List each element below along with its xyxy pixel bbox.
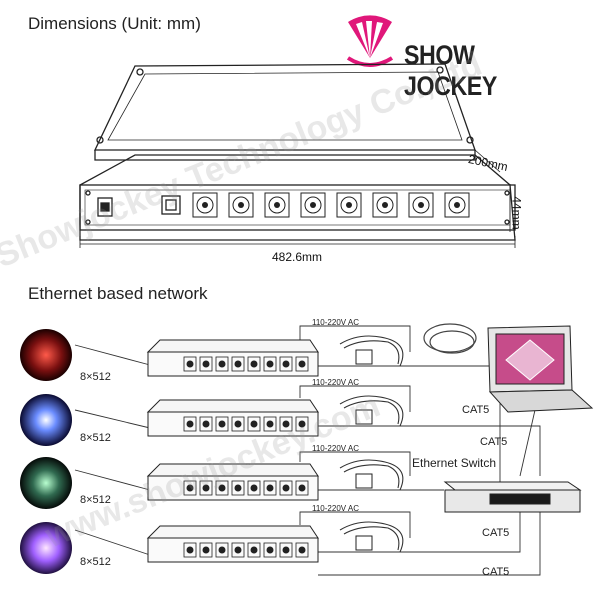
width-dimension-label: 482.6mm bbox=[272, 250, 323, 264]
height-dimension-label: 44mm bbox=[509, 196, 524, 230]
ethernet-switch-label: Ethernet Switch bbox=[412, 456, 497, 470]
power-label-4: 110-220V AC bbox=[312, 504, 359, 513]
network-controller-unit bbox=[146, 459, 404, 501]
network-controller-unit bbox=[146, 335, 404, 377]
xlr-port-icon bbox=[336, 192, 362, 218]
laptop-cable-label: CAT5 bbox=[462, 404, 490, 416]
channel-label-2: 8×512 bbox=[80, 432, 111, 444]
laptop bbox=[487, 325, 594, 413]
xlr-port-icon bbox=[372, 192, 398, 218]
cable-label-1: CAT5 bbox=[480, 436, 508, 448]
channel-label-1: 8×512 bbox=[80, 371, 111, 383]
chassis-front-panel bbox=[79, 154, 516, 241]
brand-logo-icon bbox=[346, 15, 394, 67]
wiring bbox=[74, 325, 541, 576]
front-dmx-ports bbox=[192, 192, 470, 218]
xlr-port-icon bbox=[444, 192, 470, 218]
network-title: Ethernet based network bbox=[28, 284, 208, 303]
xlr-port-icon bbox=[300, 192, 326, 218]
network-controllers bbox=[146, 335, 404, 563]
channel-label-3: 8×512 bbox=[80, 494, 111, 506]
power-label-2: 110-220V AC bbox=[312, 378, 359, 387]
channel-label-4: 8×512 bbox=[80, 556, 111, 568]
ethernet-cable-coil bbox=[423, 323, 477, 354]
cable-label-3: CAT5 bbox=[482, 527, 510, 539]
xlr-port-icon bbox=[408, 192, 434, 218]
xlr-port-icon bbox=[264, 192, 290, 218]
led-fixture-thumbnails bbox=[20, 329, 72, 574]
cable-label-4: CAT5 bbox=[482, 566, 510, 578]
power-label-3: 110-220V AC bbox=[312, 444, 359, 453]
power-label-1: 110-220V AC bbox=[312, 318, 359, 327]
network-controller-unit bbox=[146, 521, 404, 563]
brand-name: SHOW JOCKEY bbox=[404, 40, 497, 101]
page-title: Dimensions (Unit: mm) bbox=[28, 14, 201, 33]
xlr-port-icon bbox=[192, 192, 218, 218]
xlr-port-icon bbox=[228, 192, 254, 218]
network-controller-unit bbox=[146, 395, 404, 437]
dimension-lines bbox=[79, 149, 516, 248]
ethernet-switch bbox=[443, 481, 582, 513]
